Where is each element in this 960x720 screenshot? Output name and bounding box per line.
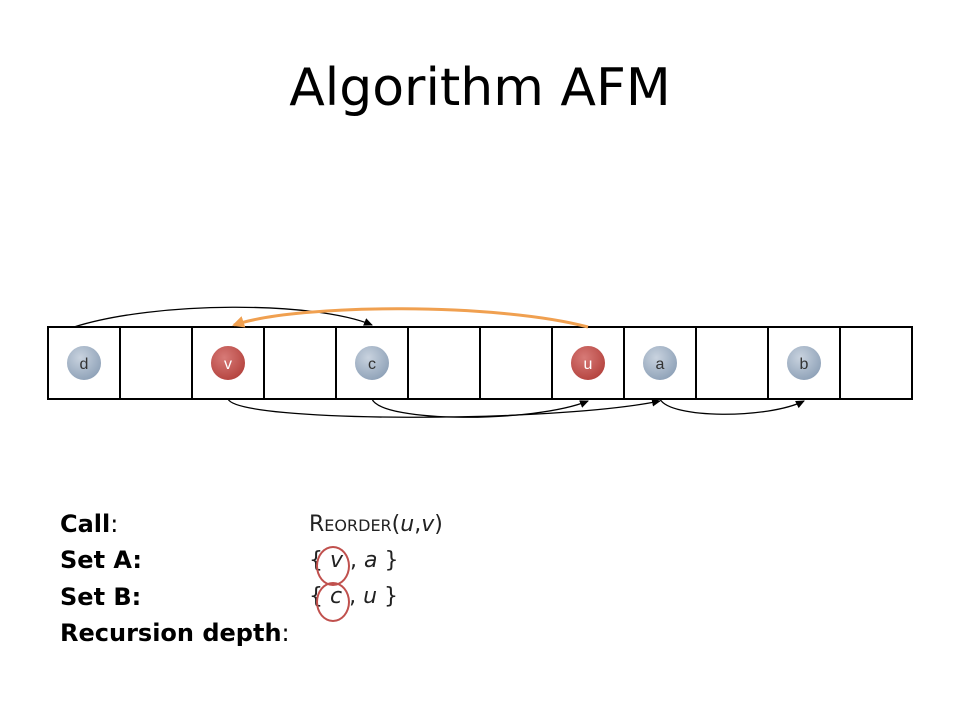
node-label-a: a	[656, 356, 665, 373]
set-a-second: a	[364, 548, 378, 573]
recursion-depth-label: Recursion depth:	[60, 619, 290, 647]
node-label-c: c	[368, 356, 376, 373]
call-value: REORDER(u,v)	[309, 512, 443, 537]
node-a: a	[641, 344, 679, 382]
set-b-label: Set B:	[60, 583, 142, 611]
node-label-u: u	[584, 356, 593, 373]
array-slot	[695, 326, 769, 400]
node-b: b	[785, 344, 823, 382]
set-a-label: Set A:	[60, 546, 143, 574]
set-a-circle-mark	[316, 546, 350, 586]
node-c: c	[353, 344, 391, 382]
call-arg-u: u	[400, 512, 415, 537]
call-function-initial: R	[309, 512, 325, 537]
arc-d-to-c	[73, 306, 373, 328]
node-d: d	[65, 344, 103, 382]
array-slot	[479, 326, 553, 400]
array-slot	[839, 326, 913, 400]
node-label-b: b	[800, 356, 809, 373]
node-label-v: v	[224, 356, 232, 373]
array-slot	[407, 326, 481, 400]
call-arg-v: v	[421, 512, 435, 537]
array-slot	[263, 326, 337, 400]
node-label-d: d	[80, 356, 89, 373]
arc-u-to-v	[232, 307, 589, 329]
call-function-rest: EORDER	[324, 516, 392, 535]
node-v: v	[209, 344, 247, 382]
page-title: Algorithm AFM	[289, 58, 671, 118]
node-u: u	[569, 344, 607, 382]
set-b-circle-mark	[316, 582, 350, 622]
call-label: Call:	[60, 510, 119, 538]
set-b-second: u	[363, 584, 378, 609]
arc-a-to-b	[659, 398, 805, 415]
arc-v-to-a	[227, 398, 661, 418]
array-slot	[119, 326, 193, 400]
arc-c-to-u	[371, 398, 589, 418]
